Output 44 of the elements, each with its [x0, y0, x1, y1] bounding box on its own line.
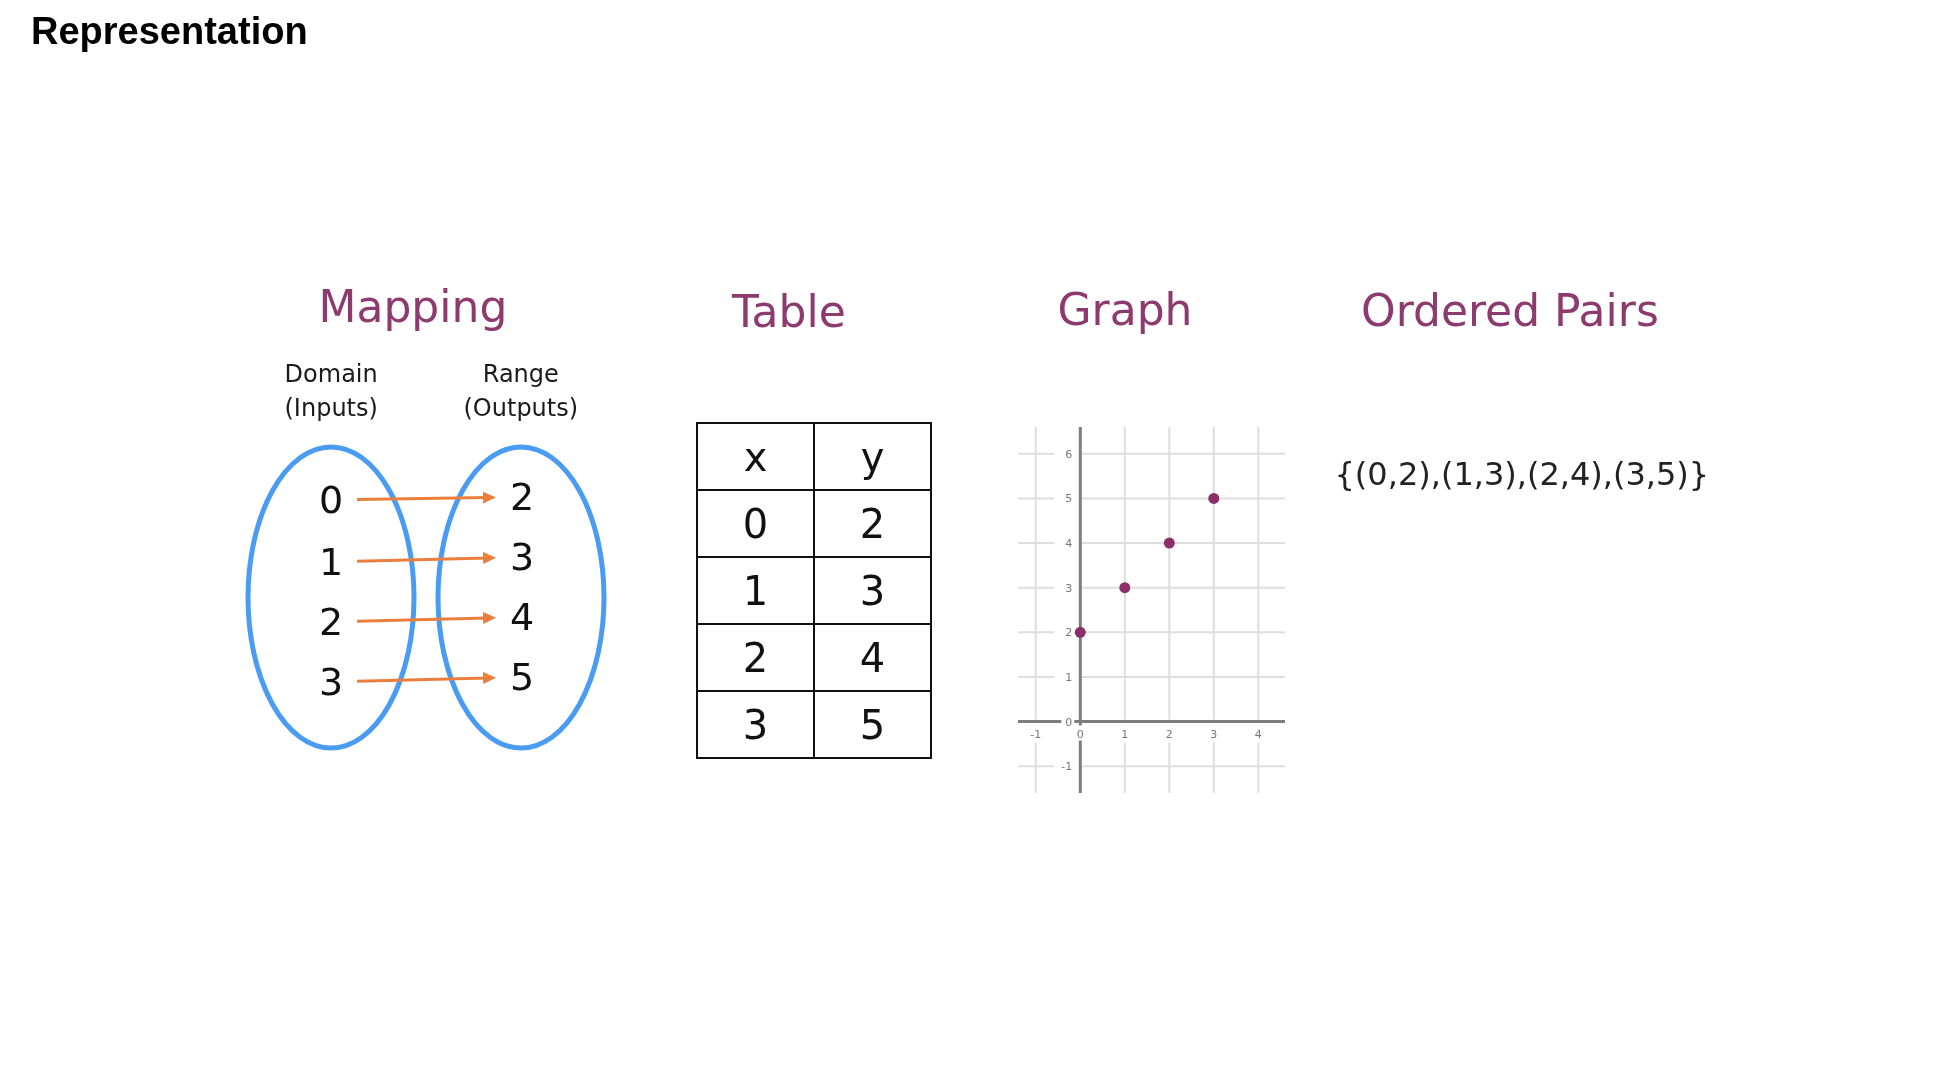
set-label: Domain (Inputs) — [284, 359, 378, 424]
table-cell: 1 — [697, 557, 814, 624]
tick-label: -1 — [1030, 727, 1042, 741]
table-cell: 5 — [814, 691, 931, 758]
mapping-arrow — [356, 672, 497, 684]
section-heading: Table — [732, 285, 846, 338]
slide-title: Representation — [31, 10, 308, 54]
value-label: 2 — [305, 598, 357, 646]
tick-label: 5 — [1065, 492, 1073, 506]
value-label: 1 — [305, 538, 357, 586]
table-cell: 3 — [814, 557, 931, 624]
table-cell: 3 — [697, 691, 814, 758]
value-label: 2 — [496, 473, 548, 521]
mapping-arrow — [356, 491, 497, 504]
section-heading: Ordered Pairs — [1361, 284, 1659, 337]
section-heading: Mapping — [318, 280, 508, 333]
mapping-arrow — [356, 612, 497, 624]
set-notation: {(0,2),(1,3),(2,4),(3,5)} — [1334, 454, 1710, 495]
value-label: 3 — [305, 658, 357, 706]
value-label: 3 — [496, 533, 548, 581]
tick-label: 4 — [1254, 727, 1262, 741]
tick-label: 6 — [1065, 447, 1073, 461]
tick-label: 0 — [1065, 715, 1073, 729]
set-label: Range (Outputs) — [463, 359, 579, 424]
tick-label: 3 — [1065, 581, 1073, 595]
tick-label: 1 — [1065, 670, 1073, 684]
tick-label: 2 — [1065, 626, 1073, 640]
tick-label: 1 — [1121, 727, 1129, 741]
tick-label: 0 — [1076, 727, 1084, 741]
table-cell: 2 — [814, 490, 931, 557]
value-label: 5 — [496, 653, 548, 701]
tick-label: -1 — [1061, 760, 1073, 774]
table-cell: 4 — [814, 624, 931, 691]
table-cell: 0 — [697, 490, 814, 557]
value-label: 4 — [496, 593, 548, 641]
tick-label: 4 — [1065, 537, 1073, 551]
table-cell: 2 — [697, 624, 814, 691]
chart-title: Graph — [1057, 283, 1193, 336]
tick-label: 3 — [1210, 727, 1218, 741]
mapping-arrow — [356, 552, 497, 564]
value-label: 0 — [305, 476, 357, 524]
tick-label: 2 — [1165, 727, 1173, 741]
table-cell: y — [814, 423, 931, 490]
table-cell: x — [697, 423, 814, 490]
